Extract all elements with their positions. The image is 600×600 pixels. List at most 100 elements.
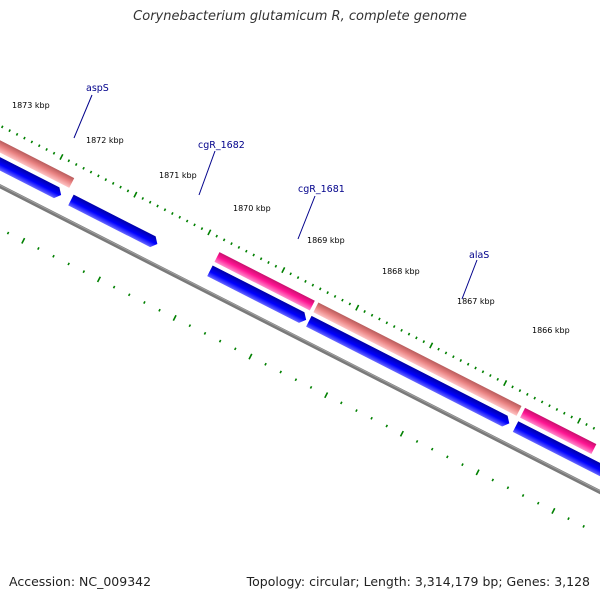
- minor-tick: [533, 396, 537, 400]
- gene-bar-next[interactable]: [520, 407, 597, 454]
- minor-tick: [511, 385, 514, 389]
- minor-tick: [491, 478, 495, 482]
- minor-tick: [259, 257, 263, 261]
- minor-tick: [459, 358, 463, 362]
- minor-tick: [141, 196, 145, 200]
- major-tick: [475, 469, 480, 476]
- minor-tick: [461, 463, 464, 467]
- major-tick: [96, 276, 102, 283]
- minor-tick: [294, 378, 298, 382]
- minor-tick: [97, 174, 100, 178]
- minor-tick: [15, 132, 19, 136]
- accession-text: Accession: NC_009342: [9, 574, 152, 589]
- gene-label-alas[interactable]: alaS: [469, 250, 489, 261]
- minor-tick: [289, 272, 292, 276]
- minor-tick: [341, 298, 344, 302]
- minor-tick: [526, 392, 529, 396]
- minor-tick: [481, 370, 485, 374]
- tick-label: 1867 kbp: [457, 297, 495, 306]
- minor-tick: [536, 501, 540, 505]
- minor-tick: [452, 355, 455, 359]
- minor-tick: [333, 294, 337, 298]
- tick-label: 1870 kbp: [233, 204, 271, 213]
- minor-tick: [104, 178, 108, 182]
- minor-tick: [363, 310, 366, 313]
- minor-tick: [348, 302, 352, 306]
- major-tick: [324, 392, 329, 399]
- minor-tick: [326, 291, 329, 295]
- minor-tick: [392, 325, 396, 329]
- minor-tick: [215, 234, 219, 238]
- minor-tick: [156, 204, 159, 208]
- minor-tick: [82, 166, 85, 170]
- minor-tick: [430, 447, 434, 451]
- minor-tick: [567, 517, 570, 521]
- minor-tick: [67, 159, 71, 163]
- upper-tick-track: [0, 125, 596, 430]
- minor-tick: [279, 370, 282, 374]
- minor-tick: [415, 439, 419, 443]
- minor-tick: [264, 362, 267, 366]
- tick-label: 1869 kbp: [307, 236, 345, 245]
- major-tick: [355, 304, 360, 311]
- major-tick: [281, 267, 286, 274]
- minor-tick: [163, 208, 167, 212]
- lower-tick-track: [6, 231, 585, 528]
- minor-tick: [233, 347, 237, 351]
- minor-tick: [148, 200, 152, 204]
- minor-tick: [127, 293, 131, 297]
- cds-arrow-asps[interactable]: [0, 106, 64, 201]
- minor-tick: [422, 340, 426, 344]
- minor-tick: [74, 163, 78, 167]
- minor-tick: [52, 151, 56, 155]
- cds-arrow-alas[interactable]: [306, 315, 512, 429]
- minor-tick: [585, 423, 588, 427]
- cds-arrow-next[interactable]: [512, 421, 600, 481]
- gene-label-cgr-1681[interactable]: cgR_1681: [298, 184, 345, 195]
- major-tick: [577, 417, 582, 424]
- minor-tick: [267, 261, 270, 264]
- tick-label: 1868 kbp: [382, 267, 420, 276]
- minor-tick: [446, 455, 449, 459]
- genome-summary-text: Topology: circular; Length: 3,314,179 bp…: [246, 574, 590, 589]
- gene-bar-alas[interactable]: [313, 302, 522, 416]
- minor-tick: [555, 407, 559, 411]
- minor-tick: [563, 411, 566, 415]
- minor-tick: [193, 223, 196, 227]
- major-tick: [399, 430, 404, 437]
- minor-tick: [8, 129, 11, 133]
- minor-tick: [311, 283, 315, 287]
- minor-tick: [489, 374, 492, 378]
- gene-label-cgr-1682[interactable]: cgR_1682: [198, 140, 245, 151]
- cds-arrow-cgr-1682[interactable]: [68, 194, 160, 250]
- minor-tick: [415, 336, 418, 340]
- minor-tick: [378, 317, 381, 321]
- gene-label-asps[interactable]: aspS: [86, 83, 109, 94]
- major-tick: [207, 229, 212, 236]
- minor-tick: [37, 247, 40, 250]
- minor-tick: [340, 401, 343, 405]
- minor-tick: [385, 424, 389, 428]
- cds-arrow-cgr-1681[interactable]: [207, 265, 309, 325]
- minor-tick: [318, 287, 322, 291]
- minor-tick: [296, 276, 300, 280]
- tick-label: 1871 kbp: [159, 171, 197, 180]
- minor-tick: [178, 215, 182, 219]
- major-tick: [133, 191, 138, 198]
- major-tick: [248, 353, 253, 360]
- minor-tick: [30, 140, 34, 144]
- gene-bar-asps[interactable]: [0, 93, 75, 188]
- minor-tick: [230, 242, 233, 246]
- minor-tick: [400, 328, 403, 332]
- map-title: Corynebacterium glutamicum R, complete g…: [133, 9, 467, 24]
- gene-bar-cgr-1681[interactable]: [214, 252, 315, 311]
- minor-tick: [496, 377, 500, 381]
- minor-tick: [112, 285, 116, 289]
- minor-tick: [370, 416, 373, 420]
- major-tick: [503, 380, 508, 387]
- minor-tick: [370, 313, 374, 317]
- minor-tick: [506, 486, 510, 490]
- minor-tick: [171, 212, 174, 215]
- minor-tick: [237, 245, 241, 249]
- major-tick: [172, 314, 177, 321]
